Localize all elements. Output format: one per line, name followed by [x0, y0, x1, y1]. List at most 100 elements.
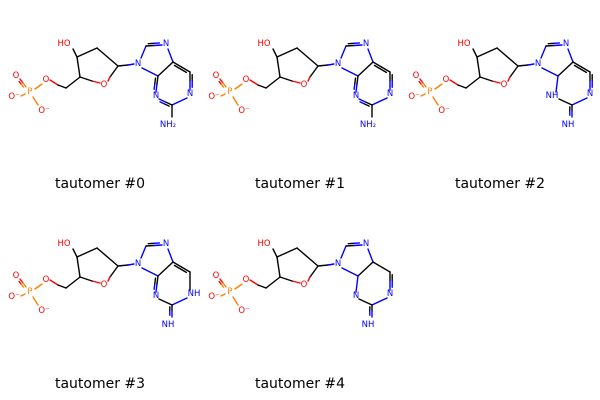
bond	[476, 56, 481, 78]
phosphate-bond	[32, 96, 39, 106]
imine-group: NH	[162, 320, 175, 330]
bond	[507, 76, 511, 82]
bond	[79, 76, 93, 82]
bond	[509, 65, 519, 78]
phosphorus-atom: P	[27, 87, 32, 97]
n7-atom: N	[163, 39, 169, 49]
phosphate-bond	[220, 293, 226, 297]
bond	[272, 48, 278, 58]
bond	[57, 284, 67, 289]
phosphate-oxygen-minus: O⁻	[38, 106, 49, 116]
ester-oxygen: O	[243, 275, 250, 285]
ring-double-bond	[356, 75, 359, 85]
phosphate-bond	[420, 93, 426, 97]
ring-double-bond	[379, 68, 388, 74]
bond	[171, 97, 188, 106]
phosphate-double-bond	[219, 278, 224, 284]
bond	[141, 267, 159, 277]
ring-nh-atom: NH	[546, 91, 559, 101]
ester-oxygen: O	[243, 75, 250, 85]
bond	[341, 67, 359, 77]
bond	[249, 79, 259, 86]
phosphate-bond	[220, 93, 226, 97]
hydroxyl-group: HO	[57, 239, 70, 249]
phosphate-bond	[232, 96, 239, 106]
ring-double-bond	[573, 64, 582, 70]
bond	[291, 280, 301, 284]
ring-double-bond	[359, 101, 366, 105]
bond	[517, 64, 529, 67]
imine-group: NH	[562, 120, 575, 130]
ring-oxygen: O	[301, 80, 308, 90]
bond	[479, 76, 493, 82]
phosphate-oxygen-minus: O⁻	[408, 92, 419, 102]
bond	[558, 98, 573, 106]
bond	[76, 256, 81, 278]
ring-double-bond	[354, 77, 357, 85]
bond	[276, 247, 298, 258]
phosphate-oxygen-minus: O⁻	[238, 106, 249, 116]
bond	[358, 298, 373, 306]
hydroxyl-group: HO	[457, 39, 470, 49]
amine-group: NH₂	[160, 120, 176, 130]
ring-double-bond	[372, 61, 383, 68]
hydroxyl-group: HO	[257, 39, 270, 49]
bond	[276, 256, 281, 278]
ring-double-bond	[179, 268, 188, 274]
ring-double-bond	[580, 66, 591, 73]
bond	[117, 64, 129, 67]
bond	[476, 47, 498, 58]
bond	[357, 261, 374, 277]
bond	[140, 245, 147, 259]
n1-atom: N	[387, 289, 393, 299]
phosphate-bond	[32, 296, 39, 306]
bond	[127, 263, 135, 266]
bond	[496, 47, 519, 67]
n7-atom: N	[163, 239, 169, 249]
bond	[257, 284, 267, 289]
imidazole-double-bond	[345, 244, 355, 247]
phosphate-oxygen-minus: O⁻	[238, 306, 249, 316]
molecule-legend: tautomer #4	[254, 376, 346, 392]
phosphate-bond	[432, 96, 439, 106]
bond	[276, 47, 298, 58]
phosphate-oxygen-minus: O⁻	[38, 306, 49, 316]
bond	[327, 63, 335, 66]
imidazole-double-bond	[153, 244, 163, 247]
ring-double-bond	[153, 83, 156, 91]
imidazole-double-bond	[145, 44, 155, 47]
ring-double-bond	[180, 266, 191, 273]
n7-atom: N	[363, 239, 369, 249]
bond	[340, 45, 347, 59]
phosphate-double-bond	[219, 78, 224, 84]
bond	[341, 267, 359, 277]
phosphate-double-bond	[222, 82, 227, 88]
molecule-legend: tautomer #0	[54, 176, 146, 192]
bond	[457, 84, 467, 89]
bond	[65, 76, 81, 89]
bond	[367, 48, 374, 63]
n1-atom: N	[387, 89, 393, 99]
phosphate-double-bond	[22, 82, 27, 88]
ring-double-bond	[373, 64, 382, 70]
ring-double-bond	[355, 83, 358, 93]
bond	[372, 261, 391, 273]
bond	[276, 56, 281, 78]
phosphate-bond	[20, 293, 26, 297]
phosphate-double-bond	[19, 278, 24, 284]
bond	[141, 67, 159, 77]
bond	[357, 61, 374, 77]
ring-double-bond	[158, 98, 167, 103]
n9-atom: N	[335, 259, 341, 269]
bond	[355, 275, 359, 293]
bond	[72, 248, 78, 258]
bond	[91, 80, 101, 84]
bond	[127, 63, 135, 66]
phosphate-double-bond	[220, 83, 225, 88]
ring-double-bond	[358, 98, 367, 103]
ring-double-bond	[572, 61, 583, 68]
imidazole-double-bond	[145, 244, 155, 247]
